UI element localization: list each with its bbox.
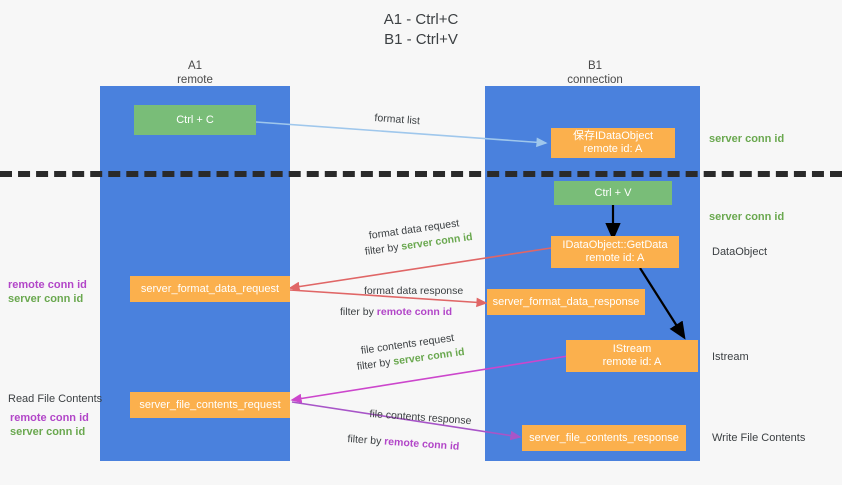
node-save-idataobject-sublabel: remote id: A [583,143,643,155]
node-ctrl-c[interactable]: Ctrl + C [134,105,256,135]
node-server-format-data-response[interactable]: server_format_data_response [487,289,645,315]
left-label-server-conn-id-2: server conn id [10,426,86,438]
node-server-file-contents-request-label: server_file_contents_request [139,398,281,411]
node-ctrl-v[interactable]: Ctrl + V [554,181,672,205]
node-server-file-contents-response-label: server_file_contents_response [529,431,679,444]
edge-label-format-data-response: format data response [364,285,464,297]
edge-label-format-data-response-filter: filter by remote conn id [340,305,452,319]
edge-label-file-contents-response: file contents response [369,407,472,428]
filter-value-remote-conn-id: remote conn id [376,306,453,318]
node-server-file-contents-request[interactable]: server_file_contents_request [130,392,290,418]
node-save-idataobject[interactable]: 保存IDataObject remote id: A [551,128,675,158]
node-istream-label: IStream [612,343,652,355]
page-title: A1 - Ctrl+C B1 - Ctrl+V [0,10,842,50]
node-istream-sublabel: remote id: A [602,356,662,368]
edge-label-file-contents-response-filter: filter by remote conn id [347,432,460,454]
edge-label-format-list: format list [374,111,421,128]
node-idataobject-getdata-label: IDataObject::GetData [562,239,668,251]
right-label-write-file-contents: Write File Contents [712,432,806,444]
right-label-server-conn-id-top: server conn id [709,133,785,145]
title-line-1: A1 - Ctrl+C [383,11,459,28]
column-header-a1: A1 remote [130,59,260,87]
filter-value-remote-conn-id: remote conn id [383,435,460,453]
right-label-server-conn-id-mid: server conn id [709,211,785,223]
node-ctrl-v-label: Ctrl + V [594,186,632,199]
node-save-idataobject-label: 保存IDataObject [572,130,654,142]
filter-prefix: filter by [340,306,377,318]
phase-separator-dashed-line [0,171,842,177]
column-header-a1-name: A1 [187,60,203,72]
right-label-istream: Istream [712,351,749,363]
title-line-2: B1 - Ctrl+V [384,31,458,48]
left-label-read-file-contents: Read File Contents [8,393,103,405]
right-label-dataobject: DataObject [712,246,768,258]
node-server-format-data-response-label: server_format_data_response [492,295,640,308]
column-header-b1-sub: connection [567,74,623,86]
filter-prefix: filter by [347,432,385,448]
left-label-remote-conn-id-1: remote conn id [8,279,87,291]
node-server-format-data-request-label: server_format_data_request [140,282,280,295]
node-istream[interactable]: IStream remote id: A [566,340,698,372]
column-header-b1-name: B1 [587,60,603,72]
column-header-a1-sub: remote [177,74,213,86]
filter-prefix: filter by [356,355,395,373]
node-idataobject-getdata[interactable]: IDataObject::GetData remote id: A [551,236,679,268]
left-label-server-conn-id-1: server conn id [8,293,84,305]
column-header-b1: B1 connection [530,59,660,87]
filter-prefix: filter by [364,240,403,258]
left-label-remote-conn-id-2: remote conn id [10,412,89,424]
node-server-file-contents-response[interactable]: server_file_contents_response [522,425,686,451]
node-server-format-data-request[interactable]: server_format_data_request [130,276,290,302]
node-idataobject-getdata-sublabel: remote id: A [585,252,645,264]
node-ctrl-c-label: Ctrl + C [176,113,214,126]
